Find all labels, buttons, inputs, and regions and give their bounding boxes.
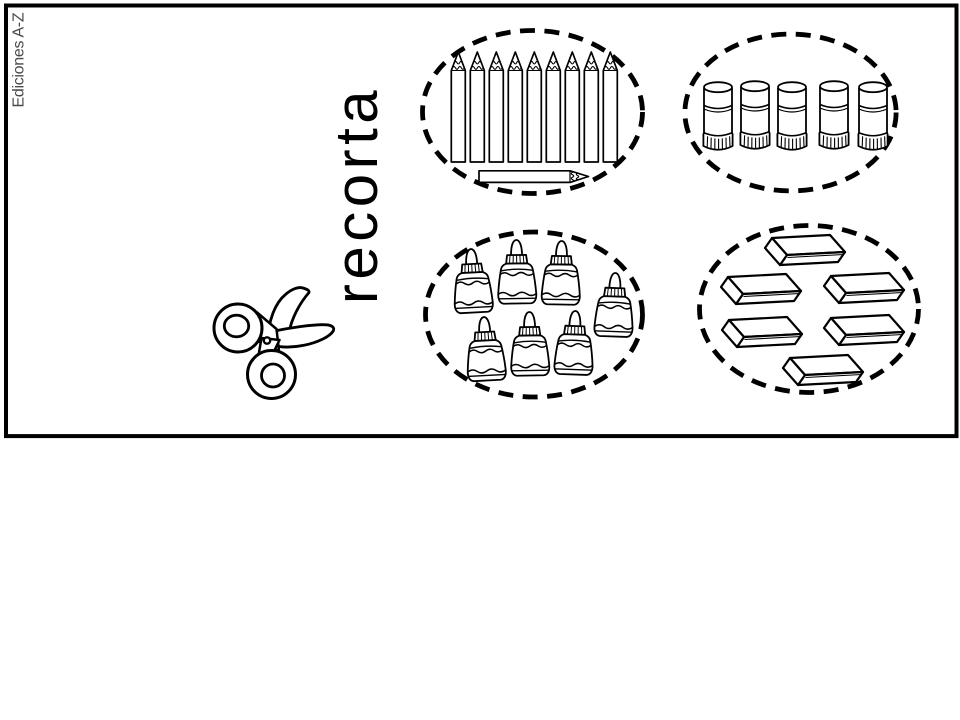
svg-text:Ediciones A-Z: Ediciones A-Z [11, 12, 28, 107]
svg-text:recorta: recorta [323, 86, 390, 304]
